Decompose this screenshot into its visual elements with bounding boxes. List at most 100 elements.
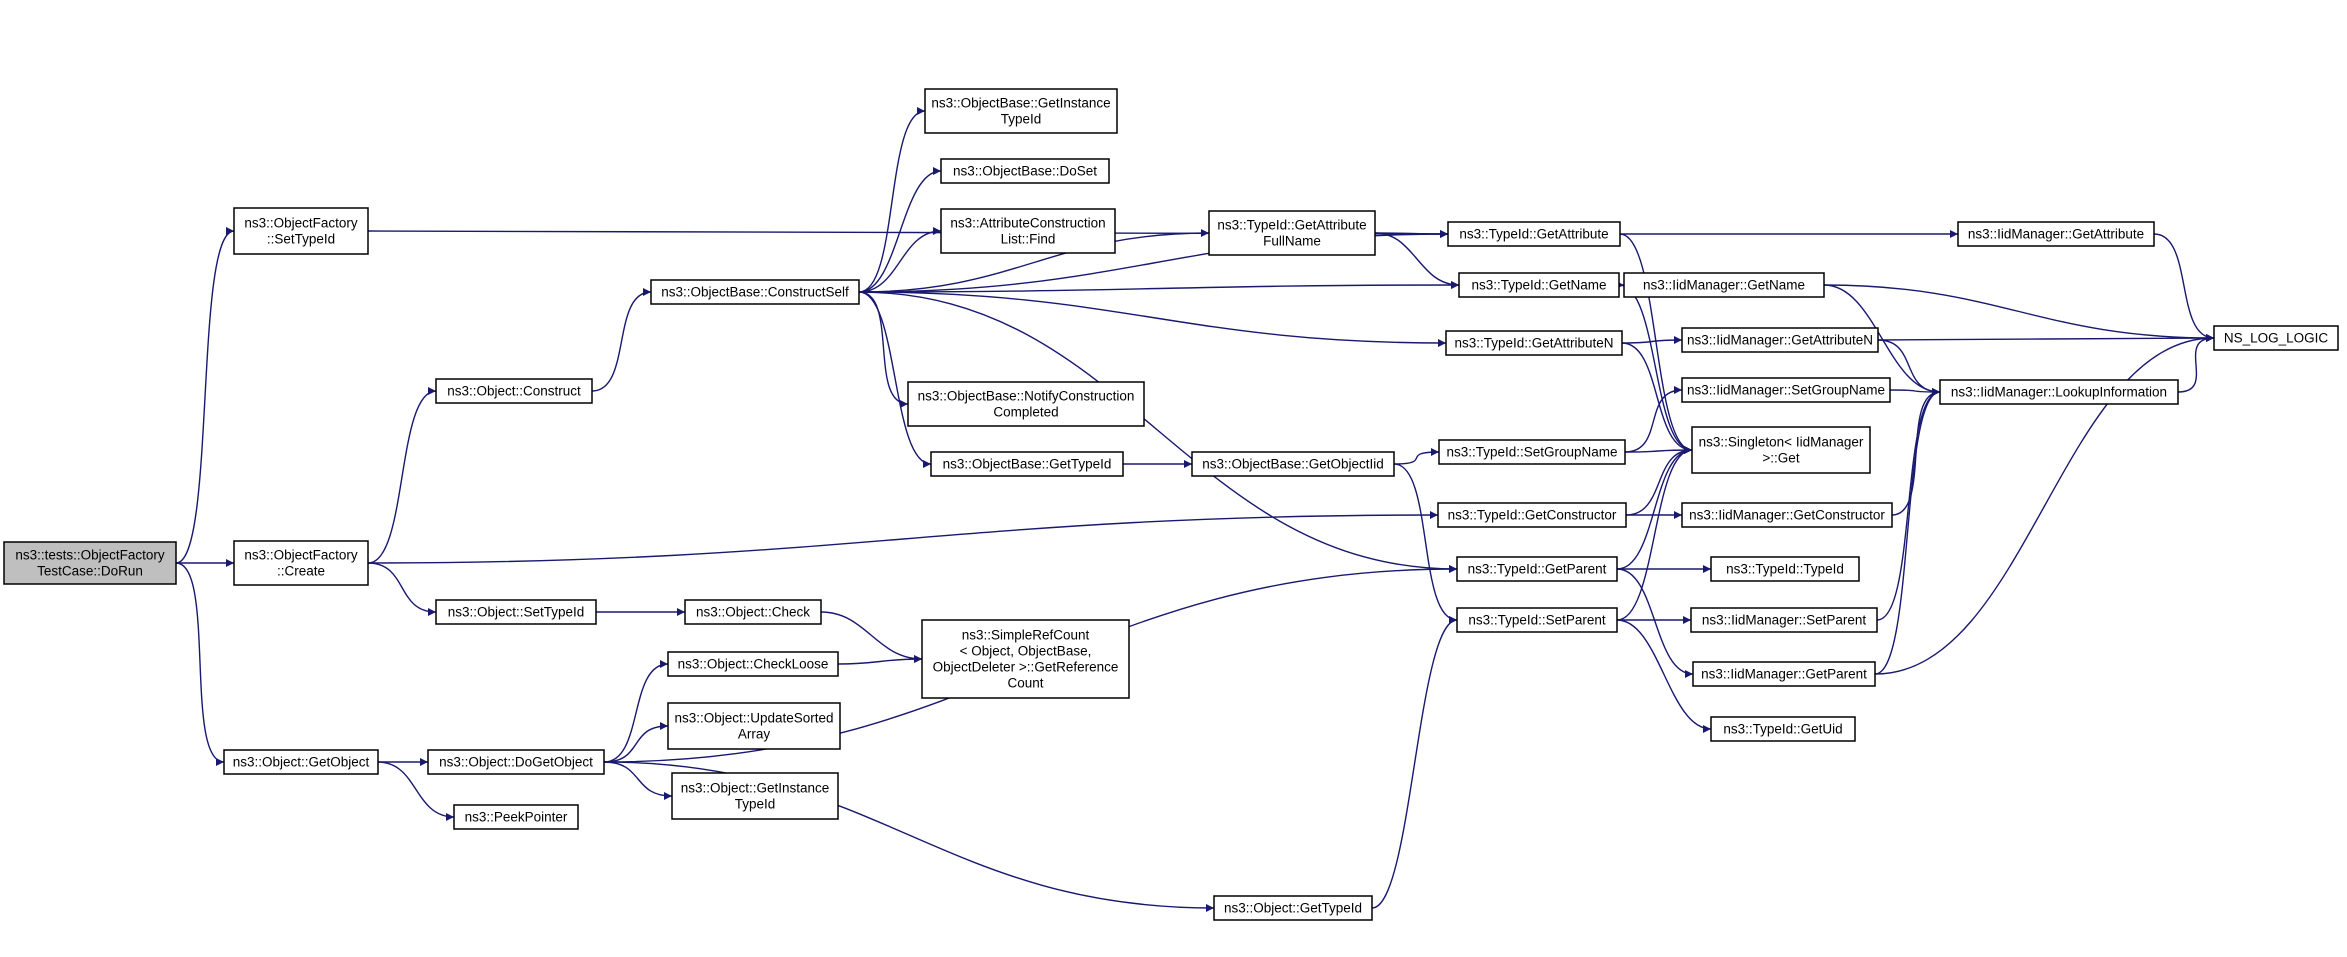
edge-obj-dogetobject-to-obj-gettypeid [603,761,1215,912]
node-label: < Object, ObjectBase, [960,644,1092,659]
node-box [1690,607,1878,633]
node-iid-getparent[interactable]: ns3::IidManager::GetParent [1692,661,1876,687]
node-box [1957,221,2155,247]
node-tid-getattribute[interactable]: ns3::TypeId::GetAttribute [1447,221,1621,247]
node-label: ns3::ObjectBase::ConstructSelf [661,285,849,300]
node-iid-setparent[interactable]: ns3::IidManager::SetParent [1690,607,1878,633]
edge-iid-getname-to-ns-log-logic [1823,284,2215,342]
node-tid-getname[interactable]: ns3::TypeId::GetName [1458,272,1620,298]
edge-iid-setparent-to-iid-lookupinfo [1876,388,1941,621]
node-ob-doset[interactable]: ns3::ObjectBase::DoSet [940,158,1110,184]
node-of-settypeid[interactable]: ns3::ObjectFactory::SetTypeId [233,207,369,255]
node-label: ns3::ObjectBase::GetInstance [931,96,1110,111]
node-obj-gettypeid[interactable]: ns3::Object::GetTypeId [1213,895,1373,921]
node-label: ns3::ObjectFactory [244,548,358,563]
edge-iid-getattributen-to-iid-lookupinfo [1877,339,1941,396]
edge-path [1619,233,1693,454]
edge-path [1823,284,2215,342]
edge-ob-constructself-to-tid-getattributen [858,291,1447,347]
node-label: ns3::TypeId::GetAttribute [1217,218,1366,233]
node-iid-lookupinfo[interactable]: ns3::IidManager::LookupInformation [1939,379,2179,405]
edge-path [367,511,1439,564]
edge-path [1621,342,1693,454]
node-label: ns3::IidManager::GetParent [1701,667,1867,682]
node-label: ns3::TypeId::GetParent [1468,562,1607,577]
node-label: FullName [1263,234,1321,249]
node-of-create[interactable]: ns3::ObjectFactory::Create [233,540,369,586]
node-box [1208,210,1376,256]
node-singleton-get[interactable]: ns3::Singleton< IidManager>::Get [1691,426,1871,474]
node-iid-getconstructor[interactable]: ns3::IidManager::GetConstructor [1681,502,1893,528]
node-src-getref[interactable]: ns3::SimpleRefCount< Object, ObjectBase,… [921,619,1130,699]
node-ob-gettypeid[interactable]: ns3::ObjectBase::GetTypeId [930,451,1124,477]
edge-iid-getattributen-to-ns-log-logic [1877,334,2215,343]
node-obj-dogetobject[interactable]: ns3::Object::DoGetObject [427,749,605,775]
node-iid-setgroupname[interactable]: ns3::IidManager::SetGroupName [1681,377,1891,403]
node-peekpointer[interactable]: ns3::PeekPointer [453,804,579,830]
node-ob-constructself[interactable]: ns3::ObjectBase::ConstructSelf [650,279,860,305]
edge-path [1624,386,1683,453]
edge-path [591,288,652,392]
edge-path [1624,446,1693,455]
node-box [1681,502,1893,528]
edge-ob-getobjectiid-to-tid-setparent [1393,463,1458,624]
edge-path [175,562,225,766]
node-label: ns3::IidManager::SetGroupName [1687,383,1885,398]
node-tid-typeid[interactable]: ns3::TypeId::TypeId [1710,556,1860,582]
node-obj-checkloose[interactable]: ns3::Object::CheckLoose [667,651,839,677]
node-tid-setgroupname[interactable]: ns3::TypeId::SetGroupName [1438,439,1626,465]
edge-path [858,291,932,468]
node-box [921,619,1130,699]
node-box [2213,325,2339,351]
edge-path [1621,336,1683,345]
edge-tid-getconstructor-to-singleton-get [1625,446,1693,516]
node-obj-check[interactable]: ns3::Object::Check [684,599,822,625]
node-ns-log-logic[interactable]: NS_LOG_LOGIC [2213,325,2339,351]
node-iid-getname[interactable]: ns3::IidManager::GetName [1623,272,1825,298]
node-box [1456,556,1618,582]
edge-path [175,227,235,564]
node-tid-getparent[interactable]: ns3::TypeId::GetParent [1456,556,1618,582]
edge-iid-lookupinfo-to-ns-log-logic [2177,334,2215,393]
node-obj-settypeid[interactable]: ns3::Object::SetTypeId [435,599,597,625]
node-iid-getattribute[interactable]: ns3::IidManager::GetAttribute [1957,221,2155,247]
node-box [223,749,379,775]
edge-ob-constructself-to-tid-getattrfullname [858,229,1210,293]
edge-path [1625,446,1693,516]
node-box [1681,377,1891,403]
node-box [1681,327,1879,353]
edge-iid-getparent-to-iid-lookupinfo [1874,388,1941,675]
edge-tid-getparent-to-iid-getparent [1616,568,1694,678]
node-box [1437,502,1627,528]
node-tid-getuid[interactable]: ns3::TypeId::GetUid [1710,716,1856,742]
edge-tid-getattributen-to-singleton-get [1621,342,1693,454]
node-tid-getattributen[interactable]: ns3::TypeId::GetAttributeN [1445,330,1623,356]
node-tid-getconstructor[interactable]: ns3::TypeId::GetConstructor [1437,502,1627,528]
node-box [1710,716,1856,742]
node-label: ::SetTypeId [267,232,335,247]
edge-ob-constructself-to-tid-getparent [858,291,1458,573]
node-iid-getattributen[interactable]: ns3::IidManager::GetAttributeN [1681,327,1879,353]
node-obj-construct[interactable]: ns3::Object::Construct [435,378,593,404]
node-label: ns3::Object::GetInstance [681,781,830,796]
node-box [907,381,1145,427]
edge-tid-setgroupname-to-singleton-get [1624,446,1693,455]
node-ob-notify[interactable]: ns3::ObjectBase::NotifyConstructionCompl… [907,381,1145,427]
node-box [924,88,1118,134]
edge-path [858,167,942,293]
node-ob-getobjectiid[interactable]: ns3::ObjectBase::GetObjectIid [1191,451,1395,477]
node-tid-setparent[interactable]: ns3::TypeId::SetParent [1456,607,1618,633]
edge-of-create-to-obj-settypeid [367,562,437,616]
node-box [233,207,369,255]
node-obj-getobject[interactable]: ns3::Object::GetObject [223,749,379,775]
node-label: Count [1007,676,1043,691]
edge-path [1616,446,1693,570]
edge-path [858,107,926,293]
